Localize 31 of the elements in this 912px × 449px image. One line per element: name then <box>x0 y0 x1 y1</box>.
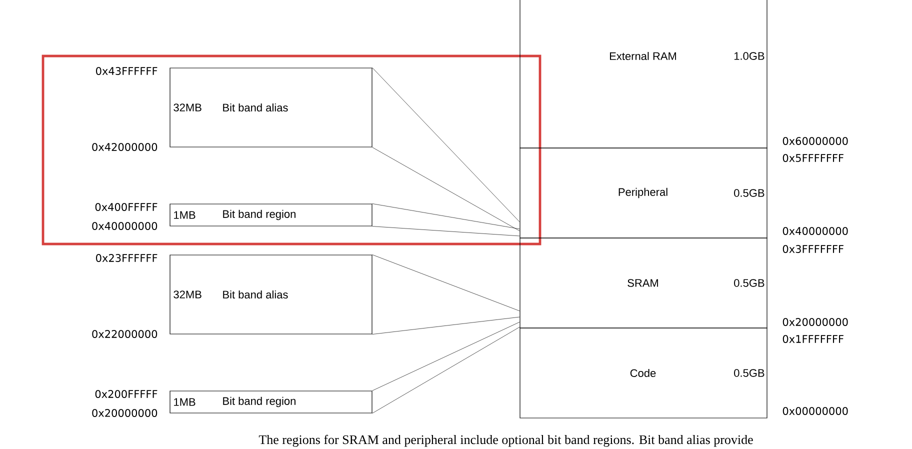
connector-line <box>372 316 520 334</box>
bit-band-box: 32MB Bit band alias <box>170 254 372 334</box>
connector-line <box>372 204 520 230</box>
bit-band-box: 1MB Bit band region <box>170 390 372 414</box>
address-label: 0x23FFFFFF <box>96 254 158 262</box>
bit-band-box: 1MB Bit band region <box>170 204 372 226</box>
memory-region: Code 0.5GB <box>520 328 768 418</box>
bit-band-box: 32MB Bit band alias <box>170 68 372 148</box>
memory-region: Peripheral 0.5GB <box>520 148 768 238</box>
address-label: 0x22000000 <box>92 330 158 338</box>
address-label: 0x40000000 <box>92 222 158 230</box>
caption: The regions for SRAM and peripheral include optional bit band regions. Bit band alias provide <box>258 434 753 447</box>
address-label: 0x400FFFFF <box>95 203 158 211</box>
address-label: 0x60000000 <box>782 137 848 145</box>
connector-line <box>372 147 520 232</box>
connector-line <box>372 226 520 236</box>
address-label: 0x200FFFFF <box>95 390 158 398</box>
connector-line <box>372 322 520 391</box>
address-label: 0x43FFFFFF <box>96 67 158 75</box>
address-label: 0x5FFFFFFF <box>782 154 844 162</box>
address-label: 0x00000000 <box>782 407 848 415</box>
connector-line <box>372 326 520 414</box>
address-label: 0x3FFFFFFF <box>782 245 844 253</box>
address-label: 0x20000000 <box>782 318 848 326</box>
address-label: 0x20000000 <box>92 409 158 417</box>
address-label: 0x1FFFFFFF <box>782 335 844 343</box>
address-label: 0x42000000 <box>92 143 158 151</box>
address-label: 0x40000000 <box>782 227 848 235</box>
memory-region: SRAM 0.5GB <box>520 238 768 328</box>
connector-line <box>372 68 520 222</box>
memory-region: External RAM 1.0GB <box>520 0 768 148</box>
